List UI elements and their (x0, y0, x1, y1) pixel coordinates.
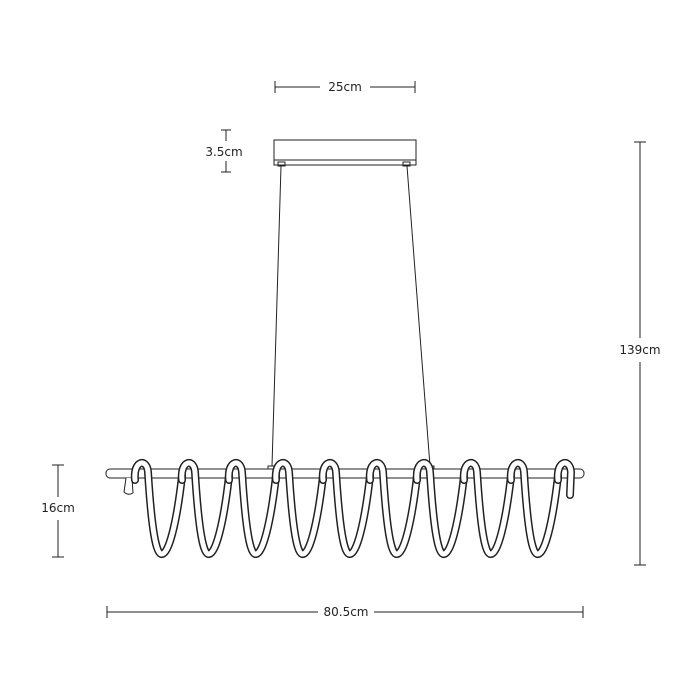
coil-loop (367, 460, 420, 557)
fixture-height-dimension (52, 464, 64, 558)
canopy-height-dimension (221, 129, 231, 173)
coil-loop (226, 460, 279, 557)
coil-loop (461, 460, 514, 557)
canopy-height-label: 3.5cm (205, 145, 242, 159)
coil-loop (273, 460, 326, 557)
suspension-wire-right (406, 165, 431, 467)
end-cap (123, 477, 134, 495)
coil-loop (132, 460, 185, 557)
coil-loop (508, 460, 561, 557)
spiral-led-coil (130, 459, 576, 558)
fixture-height-label: 16cm (41, 501, 75, 515)
fixture-width-dimension (106, 606, 584, 618)
total-height-dimension (634, 141, 646, 566)
coil-loop (414, 460, 467, 557)
coil-loop (555, 460, 574, 498)
canopy-width-dimension (274, 81, 416, 93)
ceiling-canopy (273, 139, 417, 167)
suspension-wire-left (271, 165, 282, 467)
coil-loop (179, 460, 232, 557)
fixture-width-label: 80.5cm (323, 605, 368, 619)
total-height-label: 139cm (619, 343, 660, 357)
coil-loop (320, 460, 373, 557)
canopy-width-label: 25cm (328, 80, 362, 94)
